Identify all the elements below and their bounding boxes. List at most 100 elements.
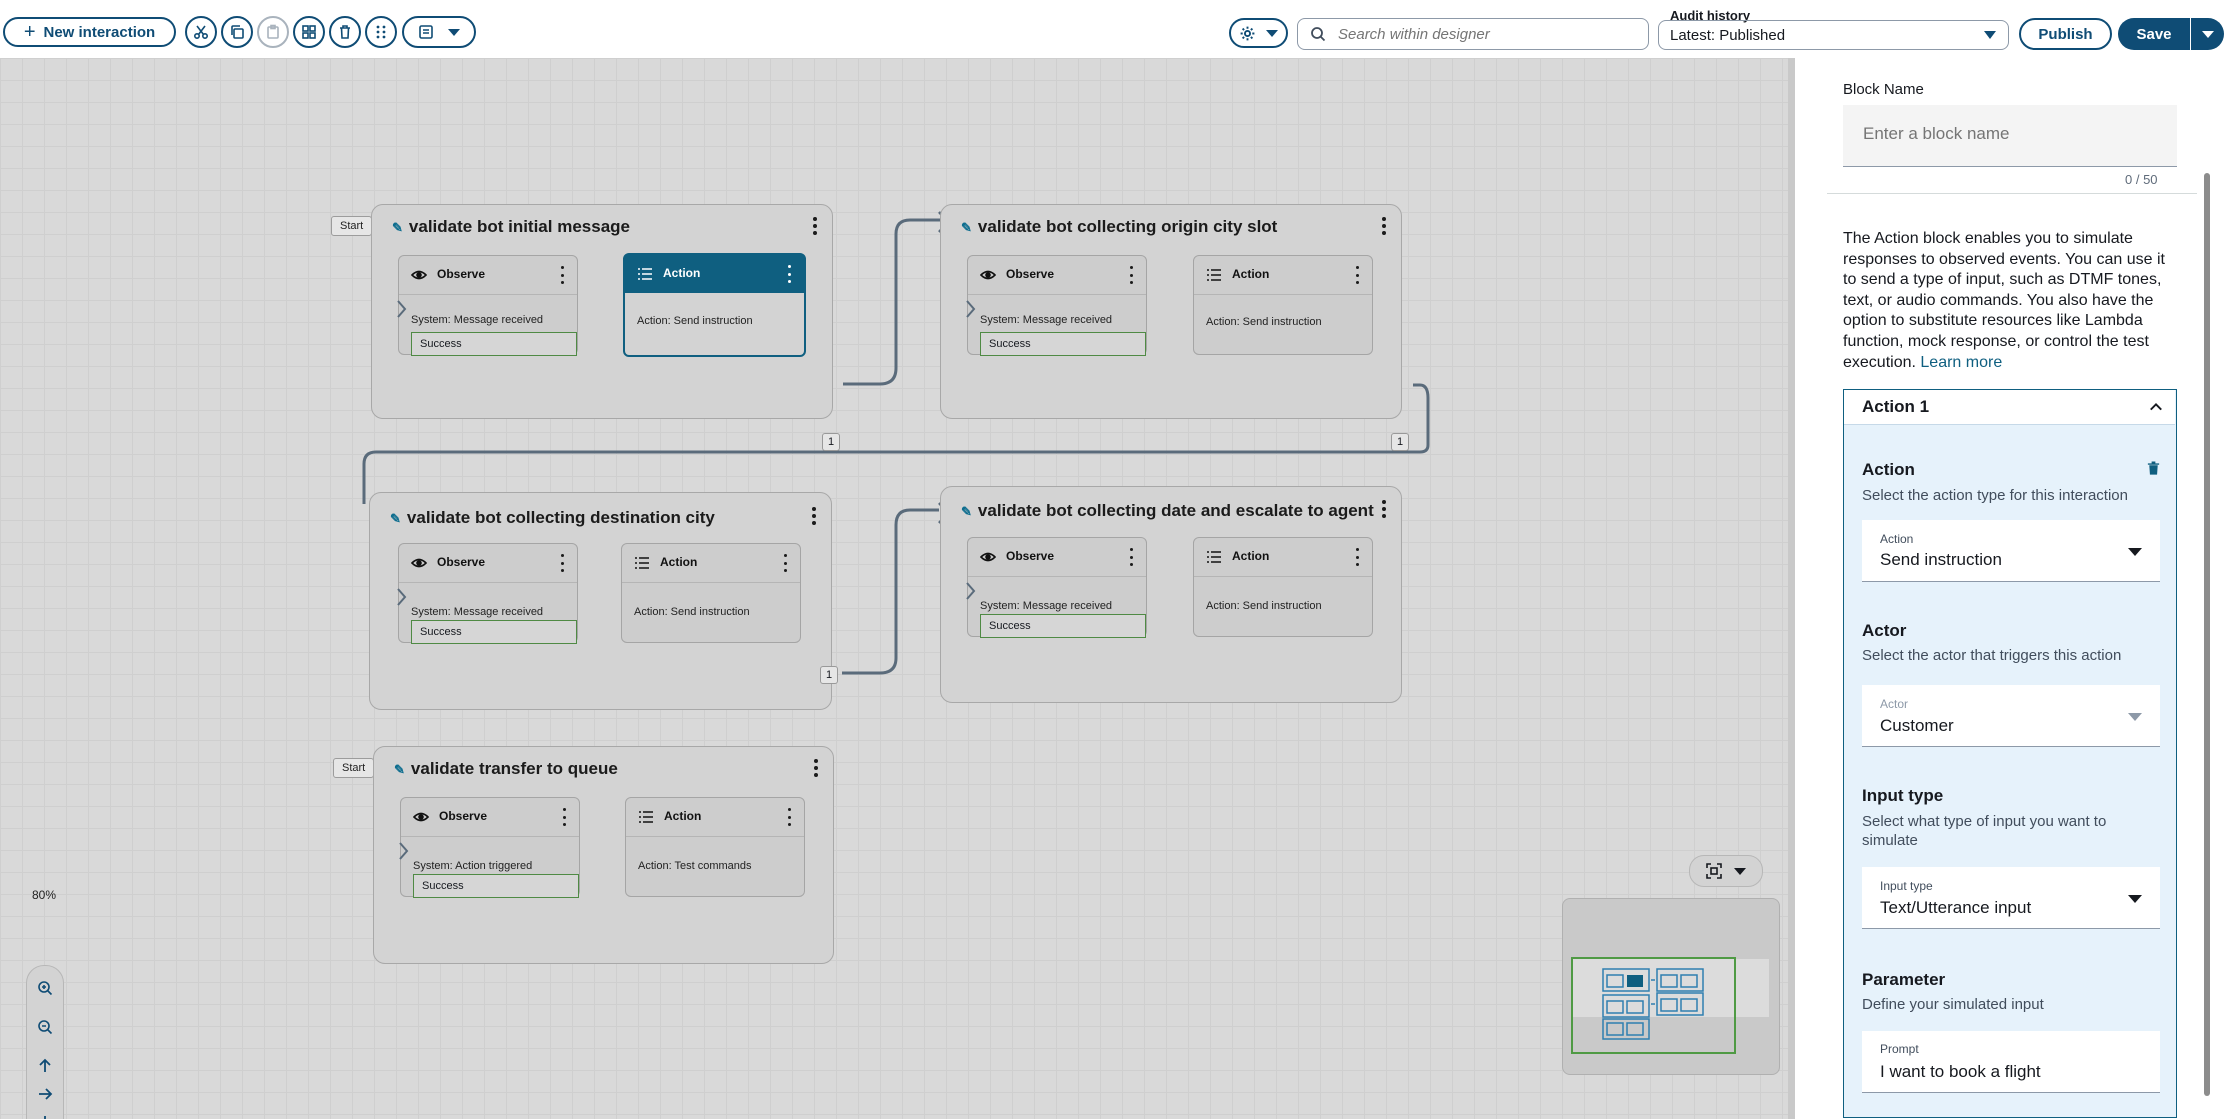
success-branch[interactable]: Success — [980, 614, 1146, 638]
prompt-field[interactable]: Prompt I want to book a flight — [1862, 1031, 2160, 1093]
flow-block[interactable]: ✎validate bot collecting origin city slo… — [940, 204, 1409, 451]
flow-block[interactable]: ✎validate transfer to queue Observe Syst… — [373, 746, 834, 964]
audit-history-select[interactable]: Latest: Published — [1658, 20, 2009, 50]
flow-menu-icon[interactable] — [812, 217, 818, 235]
action-text: Action: Test commands — [638, 860, 752, 872]
flow-menu-icon[interactable] — [811, 507, 817, 525]
prompt-value[interactable]: I want to book a flight — [1880, 1062, 2041, 1081]
card-menu-icon[interactable] — [1354, 548, 1360, 566]
save-button[interactable]: Save — [2118, 18, 2190, 50]
learn-more-link[interactable]: Learn more — [1920, 353, 2003, 371]
action-group-header[interactable]: Action 1 — [1844, 390, 2175, 425]
flow-block[interactable]: ✎validate bot initial message Observe Sy… — [371, 204, 840, 451]
action-select-value: Send instruction — [1880, 550, 2002, 569]
flow-title[interactable]: ✎validate bot collecting date and escala… — [961, 501, 1374, 521]
paste-button[interactable] — [257, 16, 289, 48]
new-interaction-button[interactable]: + New interaction — [3, 17, 176, 47]
panel-scrollbar[interactable] — [2204, 173, 2210, 1096]
block-name-counter: 0 / 50 — [2125, 172, 2158, 187]
delete-button[interactable] — [329, 16, 361, 48]
block-name-label: Block Name — [1843, 81, 1924, 98]
settings-dropdown-button[interactable] — [1229, 18, 1288, 48]
minimap[interactable] — [1562, 898, 1780, 1075]
card-menu-icon[interactable] — [782, 554, 788, 572]
action-select[interactable]: Action Send instruction — [1862, 520, 2160, 582]
arrange-button[interactable] — [293, 16, 325, 48]
action-select-label: Action — [1880, 532, 1914, 546]
actor-select-label: Actor — [1880, 697, 1909, 711]
list-icon — [639, 811, 653, 823]
zoom-in-icon[interactable] — [35, 978, 55, 998]
block-name-field[interactable] — [1843, 105, 2177, 167]
start-tag: Start — [331, 216, 373, 236]
pan-up-icon[interactable] — [35, 1056, 55, 1076]
observe-card[interactable]: Observe System: Message received Success — [966, 255, 1147, 356]
zoom-out-icon[interactable] — [35, 1017, 55, 1037]
success-branch[interactable]: Success — [411, 620, 577, 644]
flow-title-text: validate bot collecting destination city — [406, 508, 715, 527]
designer-canvas[interactable]: Start ✎validate bot initial message Obse… — [0, 58, 1788, 1119]
flow-title[interactable]: ✎validate transfer to queue — [394, 759, 618, 779]
input-type-sub: Select what type of input you want to si… — [1862, 813, 2107, 849]
action-card[interactable]: Action Action: Send instruction — [621, 543, 801, 643]
cut-button[interactable] — [185, 16, 217, 48]
card-menu-icon[interactable] — [1128, 266, 1134, 284]
observe-text: System: Message received — [980, 314, 1113, 326]
observe-card[interactable]: Observe System: Message received Success — [397, 255, 578, 356]
flow-menu-icon[interactable] — [1381, 500, 1387, 518]
card-menu-icon[interactable] — [559, 266, 565, 284]
action-heading: Action — [1862, 460, 1915, 479]
observe-card[interactable]: Observe System: Action triggered Success — [399, 797, 580, 898]
chevron-up-icon — [2150, 403, 2162, 411]
input-type-select-value: Text/Utterance input — [1880, 898, 2032, 917]
action-text: Action: Send instruction — [637, 315, 753, 327]
card-menu-icon[interactable] — [786, 808, 792, 826]
flow-menu-icon[interactable] — [1381, 217, 1387, 235]
drag-handle-button[interactable] — [365, 16, 397, 48]
card-menu-icon[interactable] — [559, 554, 565, 572]
search-box[interactable] — [1297, 18, 1649, 50]
notes-dropdown-button[interactable] — [402, 16, 476, 48]
action-card[interactable]: Action Action: Send instruction — [1193, 537, 1373, 637]
actor-select[interactable]: Actor Customer — [1862, 685, 2160, 747]
flow-block[interactable]: ✎validate bot collecting date and escala… — [940, 486, 1402, 703]
panel-splitter[interactable] — [1788, 58, 1795, 1119]
observe-text: System: Message received — [411, 314, 544, 326]
pencil-icon: ✎ — [961, 220, 972, 235]
observe-card[interactable]: Observe System: Message received Success — [397, 543, 578, 644]
card-menu-icon[interactable] — [561, 808, 567, 826]
success-branch[interactable]: Success — [413, 874, 579, 898]
trash-icon[interactable] — [2146, 460, 2161, 476]
observe-card[interactable]: Observe System: Message received Success — [966, 537, 1147, 638]
block-name-input[interactable] — [1861, 123, 2155, 145]
success-branch[interactable]: Success — [980, 332, 1146, 356]
save-dropdown-button[interactable] — [2191, 18, 2224, 50]
copy-button[interactable] — [221, 16, 253, 48]
fit-view-dropdown[interactable] — [1689, 855, 1763, 887]
action-card[interactable]: Action Action: Send instruction — [1193, 255, 1373, 355]
card-menu-icon[interactable] — [786, 265, 792, 283]
action-group: Action 1 Action Select the action type f… — [1843, 389, 2177, 1118]
card-menu-icon[interactable] — [1354, 266, 1360, 284]
pan-right-icon[interactable] — [35, 1084, 55, 1104]
paste-icon — [267, 24, 279, 39]
action-card[interactable]: Action Action: Send instruction — [623, 253, 806, 357]
list-icon — [1207, 551, 1221, 563]
flow-title[interactable]: ✎validate bot collecting destination cit… — [390, 508, 715, 528]
flow-title[interactable]: ✎validate bot collecting origin city slo… — [961, 217, 1277, 237]
observe-label: Observe — [1006, 549, 1055, 563]
observe-label: Observe — [437, 555, 486, 569]
success-branch[interactable]: Success — [411, 332, 577, 356]
branch-count-badge: 1 — [820, 666, 838, 684]
minimap-viewport[interactable] — [1571, 957, 1736, 1054]
card-menu-icon[interactable] — [1128, 548, 1134, 566]
input-type-select[interactable]: Input type Text/Utterance input — [1862, 867, 2160, 929]
flow-menu-icon[interactable] — [813, 759, 819, 777]
flow-title[interactable]: ✎validate bot initial message — [392, 217, 630, 237]
publish-button[interactable]: Publish — [2019, 18, 2112, 50]
pan-down-icon[interactable] — [35, 1112, 55, 1119]
search-input[interactable] — [1336, 24, 1640, 44]
input-port-icon — [397, 588, 407, 606]
action-card[interactable]: Action Action: Test commands — [625, 797, 805, 897]
flow-block[interactable]: ✎validate bot collecting destination cit… — [369, 492, 838, 710]
